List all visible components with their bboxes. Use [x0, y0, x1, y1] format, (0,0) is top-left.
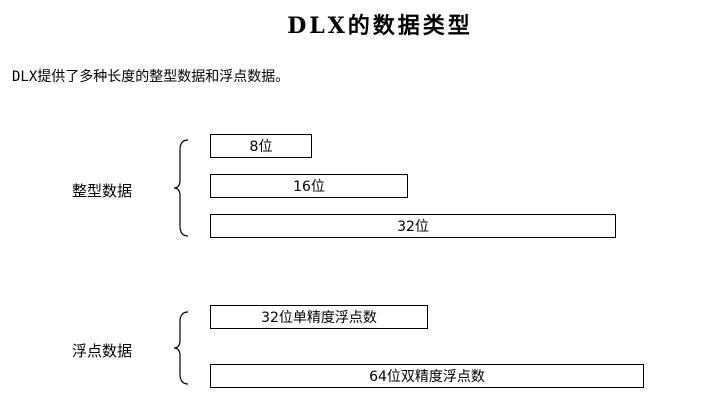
int-16bit-box: 16位 — [210, 174, 408, 198]
integer-group-brace — [173, 139, 189, 237]
intro-text: DLX提供了多种长度的整型数据和浮点数据。 — [12, 69, 290, 85]
int-32bit-box: 32位 — [210, 214, 616, 238]
float-group-label: 浮点数据 — [72, 342, 133, 360]
int-8bit-box: 8位 — [210, 134, 312, 158]
page-title: DLX的数据类型 — [287, 13, 473, 39]
float-group-brace — [173, 311, 189, 385]
integer-group-label: 整型数据 — [72, 182, 133, 200]
float-double-precision-box: 64位双精度浮点数 — [210, 364, 644, 388]
float-single-precision-box: 32位单精度浮点数 — [210, 305, 428, 329]
